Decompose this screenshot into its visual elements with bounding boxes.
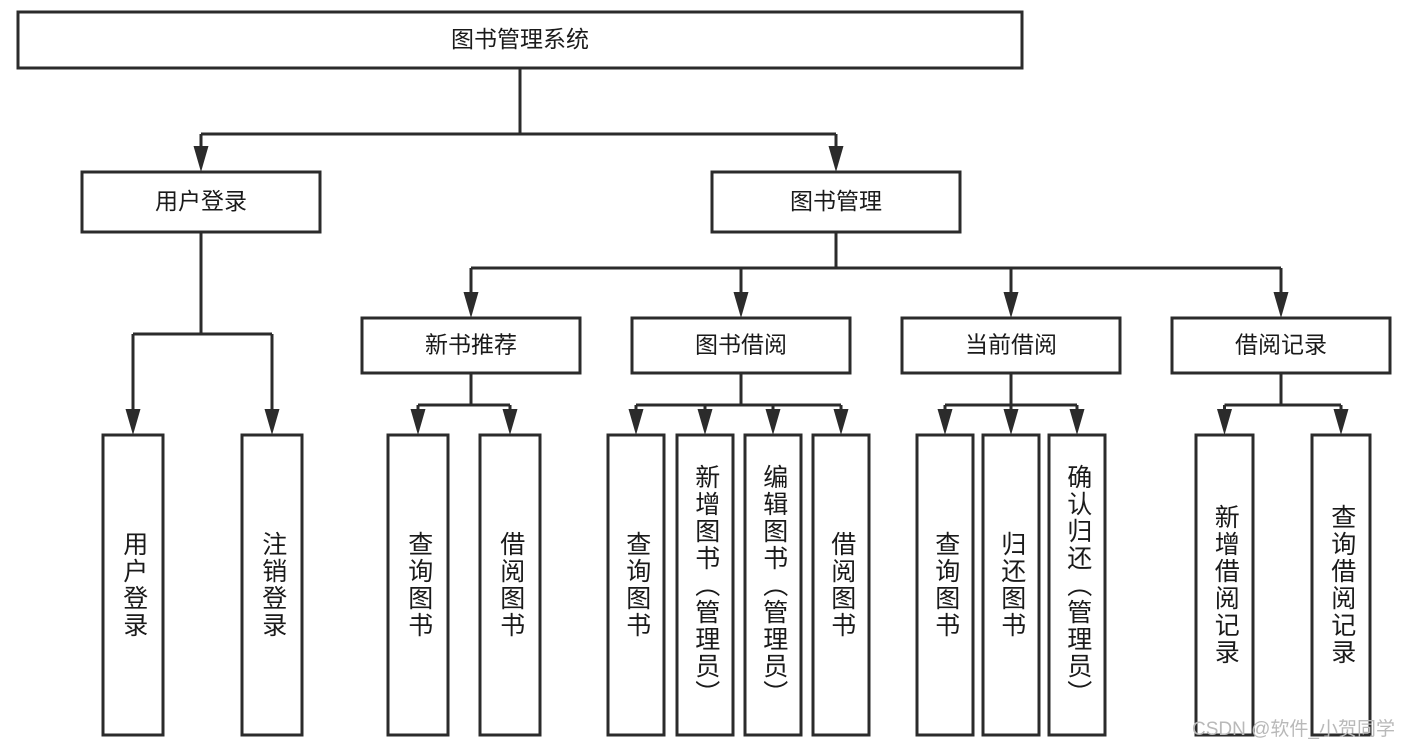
connector-borrow-record: [1217, 373, 1349, 435]
node-new-book-rec-box[interactable]: [360, 316, 582, 375]
node-leaf-borrow-book-2-box[interactable]: [811, 433, 871, 737]
arrow-head-icon: [733, 292, 749, 318]
node-book-manage-label: 图书管理: [790, 188, 882, 214]
node-leaf-user-login-box[interactable]: [101, 433, 165, 737]
node-leaf-add-record-box[interactable]: [1194, 433, 1255, 737]
arrow-head-icon: [1003, 292, 1019, 318]
arrow-head-icon: [410, 409, 426, 435]
arrow-head-icon: [1273, 292, 1289, 318]
node-leaf-add-book-box[interactable]: [675, 433, 735, 737]
arrow-head-icon: [628, 409, 644, 435]
arrow-head-icon: [463, 292, 479, 318]
node-leaf-logout-box[interactable]: [240, 433, 304, 737]
node-root-box[interactable]: [16, 10, 1024, 70]
arrow-head-icon: [828, 146, 844, 172]
arrow-head-icon: [1217, 409, 1232, 435]
arrow-head-icon: [125, 409, 141, 435]
connector-user-login: [125, 232, 280, 435]
arrow-head-icon: [1003, 409, 1019, 435]
arrow-head-icon: [697, 409, 713, 435]
connector-root: [193, 68, 844, 172]
node-leaf-query-book-3-box[interactable]: [915, 433, 975, 737]
connector-current-borrow: [937, 373, 1085, 435]
node-leaf-edit-book-box[interactable]: [743, 433, 803, 737]
connector-new-book-rec: [410, 373, 518, 435]
node-borrow-record-box[interactable]: [1170, 316, 1392, 375]
node-leaf-query-book-1-box[interactable]: [386, 433, 450, 737]
connector-layer: [125, 68, 1349, 435]
connector-book-manage: [463, 232, 1289, 318]
arrow-head-icon: [193, 146, 209, 172]
arrow-head-icon: [502, 409, 518, 435]
node-user-login-box[interactable]: [80, 170, 322, 234]
node-book-borrow-label: 图书借阅: [695, 332, 787, 358]
node-user-login-label: 用户登录: [155, 188, 247, 214]
arrow-head-icon: [1069, 409, 1085, 435]
arrow-head-icon: [264, 409, 280, 435]
node-box-layer: [16, 10, 1392, 737]
node-borrow-record-label: 借阅记录: [1235, 332, 1327, 358]
node-leaf-borrow-book-1-box[interactable]: [478, 433, 542, 737]
node-leaf-return-book-box[interactable]: [981, 433, 1041, 737]
node-book-borrow-box[interactable]: [630, 316, 852, 375]
node-current-borrow-box[interactable]: [900, 316, 1122, 375]
node-current-borrow-label: 当前借阅: [965, 332, 1057, 358]
node-new-book-rec-label: 新书推荐: [425, 332, 517, 358]
node-leaf-confirm-return-box[interactable]: [1047, 433, 1107, 737]
node-root-label: 图书管理系统: [451, 26, 589, 52]
watermark-text: CSDN @软件_小贺同学: [1192, 719, 1395, 740]
node-book-manage-box[interactable]: [710, 170, 962, 234]
node-leaf-query-record-box[interactable]: [1310, 433, 1372, 737]
arrow-head-icon: [1333, 409, 1349, 435]
arrow-head-icon: [833, 409, 849, 435]
arrow-head-icon: [937, 409, 953, 435]
connector-book-borrow: [628, 373, 849, 435]
arrow-head-icon: [765, 409, 781, 435]
node-leaf-query-book-2-box[interactable]: [606, 433, 666, 737]
